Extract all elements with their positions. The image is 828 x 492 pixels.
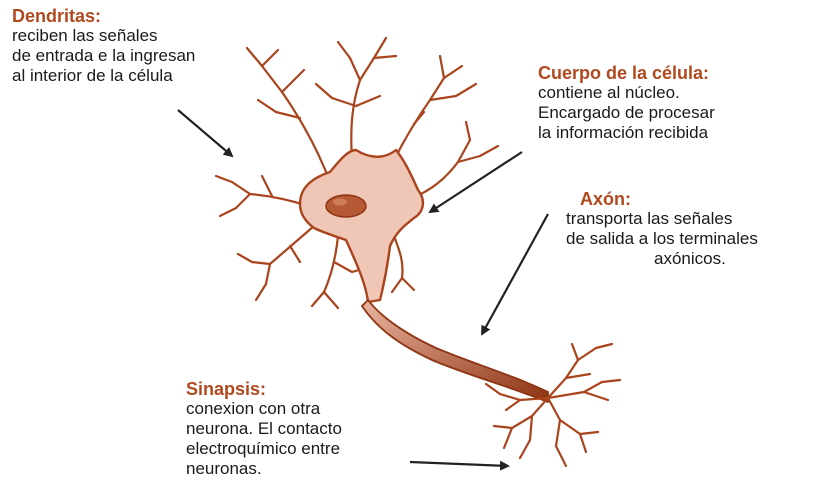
axon-label: Axón: transporta las señales de salida a… bbox=[566, 189, 758, 269]
axon-terminals bbox=[486, 344, 620, 466]
arrow-sinapsis bbox=[410, 462, 508, 466]
dendritas-line-2: de entrada e la ingresan bbox=[12, 46, 195, 66]
sinapsis-line-1: conexion con otra bbox=[186, 399, 342, 419]
cuerpo-line-3: la información recibida bbox=[538, 123, 715, 143]
arrow-axon bbox=[482, 214, 548, 334]
cuerpo-line-1: contiene al núcleo. bbox=[538, 83, 715, 103]
arrow-dendritas bbox=[178, 110, 232, 156]
nucleus bbox=[326, 195, 366, 217]
dendritas-line-1: reciben las señales bbox=[12, 26, 195, 46]
cuerpo-label: Cuerpo de la célula: contiene al núcleo.… bbox=[538, 63, 715, 143]
axon-line-2: de salida a los terminales bbox=[566, 229, 758, 249]
axon-line-1: transporta las señales bbox=[566, 209, 758, 229]
dendritas-title: Dendritas: bbox=[12, 6, 195, 26]
axon-title: Axón: bbox=[566, 189, 758, 209]
dendritas-line-3: al interior de la célula bbox=[12, 66, 195, 86]
cuerpo-line-2: Encargado de procesar bbox=[538, 103, 715, 123]
dendritas-label: Dendritas: reciben las señales de entrad… bbox=[12, 6, 195, 86]
sinapsis-label: Sinapsis: conexion con otra neurona. El … bbox=[186, 379, 342, 479]
axon bbox=[362, 300, 548, 402]
sinapsis-line-2: neurona. El contacto bbox=[186, 419, 342, 439]
cuerpo-title: Cuerpo de la célula: bbox=[538, 63, 715, 83]
sinapsis-title: Sinapsis: bbox=[186, 379, 342, 399]
sinapsis-line-3: electroquímico entre bbox=[186, 439, 342, 459]
sinapsis-line-4: neuronas. bbox=[186, 459, 342, 479]
axon-line-3: axónicos. bbox=[566, 249, 758, 269]
arrow-cuerpo bbox=[430, 152, 522, 212]
